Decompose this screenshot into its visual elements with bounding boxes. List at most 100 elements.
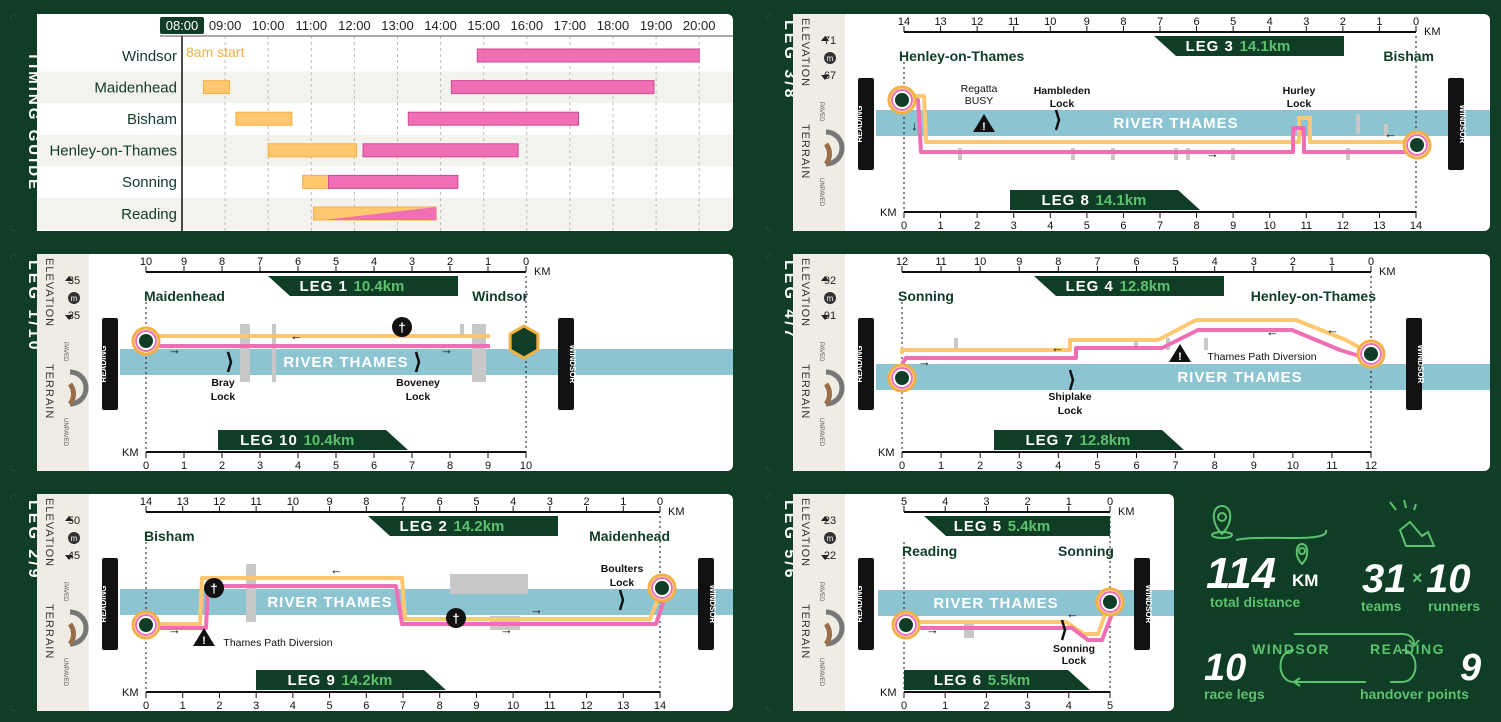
windsor-tab-label: WINDSOR [708,585,717,624]
side-path [460,324,464,336]
timing-bar [203,80,230,95]
bottom-leg-name: LEG 7 [1025,432,1073,449]
end-place-label: Bisham [1383,48,1434,64]
side-path [240,324,250,382]
bottom-scale-label: 9 [485,460,491,471]
bottom-scale-label: 10 [520,460,532,471]
direction-arrow-icon: → [926,622,939,637]
timing-bar [476,48,700,63]
reading-tab-label: READING [855,106,864,143]
bottom-scale-label: 0 [901,220,907,231]
elevation-low: 67 [824,70,836,82]
terrain-gauge-unpaved [823,142,832,166]
top-scale-label: 4 [371,256,377,268]
top-scale-label: 2 [1025,496,1031,508]
return-route [900,328,1367,366]
timing-time-label: 20:00 [683,18,716,33]
elevation-down-icon [821,555,829,560]
map-annotation: Shiplake [1048,391,1091,403]
handover-number: 9 [1460,647,1481,689]
reading-tab-label: READING [99,586,108,623]
finish-point [508,324,540,360]
bottom-scale-label: 1 [181,460,187,471]
map-annotation: Lock [1050,98,1075,110]
bottom-scale-label: 2 [977,460,983,471]
bottom-scale-label: 1 [942,700,948,711]
map-annotation: Thames Path Diversion [223,637,332,649]
elevation-unit-badge [824,52,836,64]
top-leg-distance: 10.4km [354,278,405,295]
elevation-low: 45 [68,550,80,562]
timing-time-label: 15:00 [467,18,500,33]
map-annotation: Hambleden [1034,85,1091,97]
terrain-gauge-paved [69,609,89,647]
bottom-leg-distance: 12.8km [1080,432,1131,449]
windsor-direction-tab [1134,558,1150,650]
top-scale-label: 8 [363,496,369,508]
direction-arrow-icon: ← [1326,322,1339,337]
bottom-scale-label: 12 [1365,460,1377,471]
total-distance-label: total distance [1210,594,1300,610]
top-scale-label: 8 [1120,16,1126,28]
bottom-leg-name: LEG 8 [1041,192,1089,209]
paved-label: PAVED [818,582,824,602]
end-place-label: Windsor [472,288,528,304]
unpaved-label: UNPAVED [62,658,68,687]
handover-point-ring [135,614,157,636]
unpaved-label: UNPAVED [818,418,824,447]
bottom-leg-badge [218,430,408,450]
elevation-label: ELEVATION [43,498,55,567]
elevation-down-icon [821,315,829,320]
handover-point-ring [895,614,917,636]
map-annotation: Boveney [396,377,440,389]
side-path [954,338,958,350]
top-scale-unit: KM [1424,26,1441,38]
map-annotation: Bray [211,377,235,389]
top-scale-label: 5 [333,256,339,268]
elevation-low: 91 [824,310,836,322]
top-scale-label: 4 [942,496,948,508]
top-scale-label: 9 [1084,16,1090,28]
map-annotation: Lock [406,391,431,403]
bottom-scale-label: 14 [1410,220,1422,231]
bottom-scale-label: 9 [1251,460,1257,471]
top-scale-label: 5 [473,496,479,508]
end-place-label: Maidenhead [589,528,670,544]
timing-row-label: Maidenhead [94,79,177,96]
elevation-unit-badge [824,532,836,544]
reading-direction-tab [858,318,874,410]
start-place-label: Reading [902,543,957,559]
top-scale-label: 14 [140,496,152,508]
timing-bar [407,111,580,126]
paved-label: PAVED [818,102,824,122]
river-label: RIVER THAMES [933,595,1058,612]
timing-time-label: 18:00 [597,18,630,33]
warning-icon [973,114,995,132]
bottom-scale-label: 0 [899,460,905,471]
handover-point-core [1410,138,1424,152]
top-scale-label: 13 [934,16,946,28]
top-scale-label: 1 [1066,496,1072,508]
elevation-up-icon [65,276,73,281]
top-scale-label: 0 [523,256,529,268]
warning-icon [193,628,215,646]
top-scale-label: 3 [1303,16,1309,28]
top-leg-name: LEG 2 [399,518,447,535]
timing-bar-split [324,207,437,220]
top-leg-name: LEG 3 [1185,38,1233,55]
top-scale-label: 6 [1133,256,1139,268]
map-annotation: Regatta [961,83,998,95]
bottom-scale-label: 7 [1157,220,1163,231]
bottom-scale-label: 2 [219,460,225,471]
return-route [904,613,1114,642]
bottom-leg-distance: 14.1km [1096,192,1147,209]
direction-arrow-icon: → [440,342,453,357]
bottom-scale-label: 4 [295,460,301,471]
terrain-gauge-paved [825,129,845,167]
terrain-label: TERRAIN [799,364,811,419]
terrain-gauge-paved [825,609,845,647]
map-annotation: Sonning [1053,643,1095,655]
side-path [450,574,480,594]
top-scale-label: 3 [1251,256,1257,268]
